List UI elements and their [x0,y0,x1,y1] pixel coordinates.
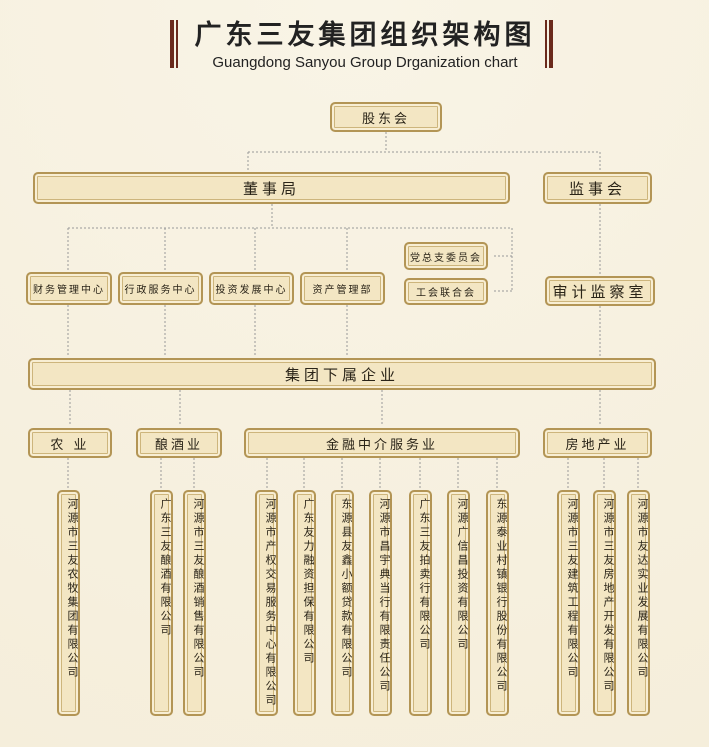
title-bar-left-thin [176,20,178,68]
company-node: 东源泰业村镇银行股份有限公司 [486,490,509,716]
company-node: 河源市三友农牧集团有限公司 [57,490,80,716]
title-bar-right [549,20,553,68]
union-node: 工会联合会 [404,278,488,305]
board-node: 董事局 [33,172,510,204]
audit-node: 审计监察室 [545,276,655,306]
company-node: 河源市友达实业发展有限公司 [627,490,650,716]
company-node: 河源市三友房地产开发有限公司 [593,490,616,716]
subsidiaries-node: 集团下属企业 [28,358,656,390]
sector-agriculture: 农 业 [28,428,112,458]
sector-brewing: 酿酒业 [136,428,222,458]
company-node: 河源市三友建筑工程有限公司 [557,490,580,716]
sector-finance: 金融中介服务业 [244,428,520,458]
supervisors-node: 监事会 [543,172,652,204]
title-bar-left [170,20,174,68]
company-node: 东源县友鑫小额贷款有限公司 [331,490,354,716]
sector-realestate: 房地产业 [543,428,652,458]
dept-investment: 投资发展中心 [209,272,294,305]
shareholders-node: 股东会 [330,102,442,132]
party-committee-node: 党总支委员会 [404,242,488,270]
dept-finance: 财务管理中心 [26,272,112,305]
company-node: 广东友力融资担保有限公司 [293,490,316,716]
company-node: 河源市产权交易服务中心有限公司 [255,490,278,716]
page-title: 广东三友集团组织架构图 [194,20,536,51]
dept-admin: 行政服务中心 [118,272,203,305]
company-node: 河源市三友酿酒销售有限公司 [183,490,206,716]
company-node: 广东三友拍卖行有限公司 [409,490,432,716]
dept-assets: 资产管理部 [300,272,385,305]
company-node: 广东三友酿酒有限公司 [150,490,173,716]
company-node: 河源市昌宇典当行有限责任公司 [369,490,392,716]
company-node: 河源广信昌投资有限公司 [447,490,470,716]
page-subtitle: Guangdong Sanyou Group Drganization char… [212,54,518,71]
title-bar-right-thin [545,20,547,68]
